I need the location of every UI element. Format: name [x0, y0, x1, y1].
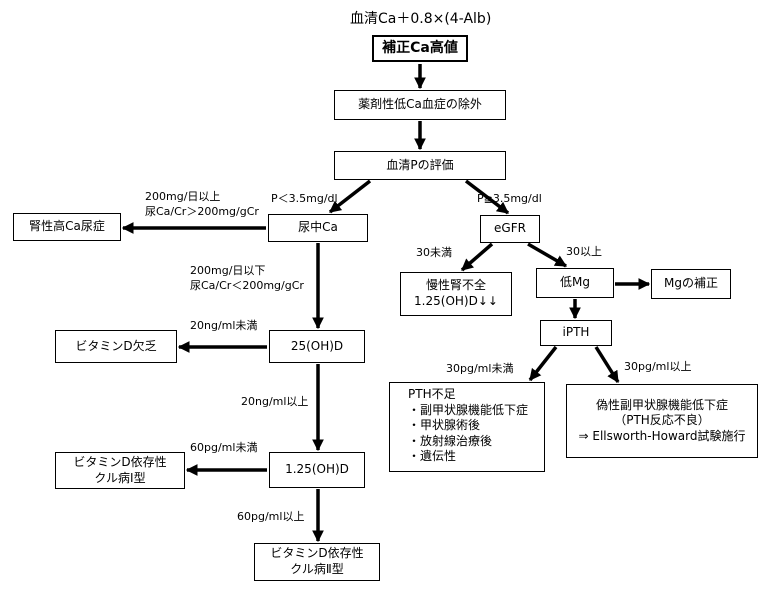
node-mg-correction: Mgの補正: [651, 269, 731, 299]
node-pth-deficiency: PTH不足・副甲状腺機能低下症・甲状腺術後・放射線治療後・遺伝性: [389, 382, 545, 472]
node-low-mg: 低Mg: [536, 268, 614, 298]
node-text: （PTH反応不良）: [614, 413, 710, 428]
node-text: 1.25(OH)D↓↓: [414, 294, 498, 308]
node-text: iPTH: [562, 325, 590, 340]
node-text: 慢性腎不全: [425, 278, 486, 293]
label-pth-high: 30pg/ml以上: [624, 360, 692, 373]
node-renal-hypercalciuria: 腎性高Ca尿症: [13, 213, 121, 241]
node-text: クル病Ⅱ型: [290, 562, 344, 576]
label-pth-low: 30pg/ml未満: [446, 362, 514, 375]
node-pseudohypopara: 偽性副甲状腺機能低下症（PTH反応不良）⇒ Ellsworth-Howard試験…: [566, 384, 758, 458]
node-text: クル病Ⅰ型: [94, 470, 146, 485]
node-text: 尿中Ca: [298, 220, 338, 235]
node-rickets-type2: ビタミンD依存性クル病Ⅱ型: [254, 543, 380, 581]
node-urine-ca: 尿中Ca: [268, 214, 368, 242]
node-text: ・遺伝性: [408, 449, 457, 464]
node-text: ・甲状腺術後: [408, 418, 481, 433]
label-d125-low: 60pg/ml未満: [190, 441, 258, 454]
node-serum-p: 血清Pの評価: [334, 151, 506, 180]
node-text: ・放射線治療後: [408, 433, 493, 448]
node-text: 補正Ca高値: [382, 40, 458, 57]
node-text: PTH不足: [408, 387, 456, 401]
node-text: 偽性副甲状腺機能低下症: [595, 397, 728, 412]
formula-title: 血清Ca＋0.8×(4-Alb): [350, 11, 492, 27]
label-p-high: P≧3.5mg/dl: [477, 192, 542, 205]
node-ipth: iPTH: [540, 320, 612, 346]
node-corrected-ca: 補正Ca高値: [372, 35, 468, 62]
arrow-p-to-urine: [328, 179, 372, 214]
label-uca-low-2: 尿Ca/Cr＜200mg/gCr: [190, 279, 304, 292]
node-text: eGFR: [494, 221, 526, 236]
node-text: 薬剤性低Ca血症の除外: [358, 97, 482, 112]
label-uca-high-1: 200mg/日以上: [145, 190, 221, 203]
arrow-ipth-to-deficiency: [528, 345, 558, 382]
label-p-low: P＜3.5mg/dl: [271, 192, 338, 205]
node-text: ビタミンD依存性: [73, 454, 167, 469]
arrow-p-to-egfr: [464, 179, 510, 215]
label-uca-high-2: 尿Ca/Cr＞200mg/gCr: [145, 205, 259, 218]
node-text: Mgの補正: [664, 276, 718, 291]
node-text: ⇒ Ellsworth-Howard試験施行: [578, 428, 746, 443]
arrow-egfr-to-ckd: [460, 242, 494, 272]
node-text: 低Mg: [560, 275, 590, 290]
node-text: ビタミンD依存性: [270, 546, 364, 561]
arrow-ipth-to-pseudo: [594, 346, 620, 384]
node-text: 1.25(OH)D: [285, 462, 349, 477]
label-d25-high: 20ng/ml以上: [241, 395, 309, 408]
node-vitd-125: 1.25(OH)D: [269, 452, 365, 488]
node-text: ビタミンD欠乏: [75, 338, 157, 353]
arrow-egfr-to-lowmg: [527, 242, 568, 268]
node-egfr: eGFR: [480, 215, 540, 243]
node-text: ・副甲状腺機能低下症: [408, 402, 529, 417]
node-text: 25(OH)D: [290, 338, 344, 353]
label-uca-low-1: 200mg/日以下: [190, 264, 266, 277]
label-egfr-high: 30以上: [566, 245, 602, 258]
label-egfr-low: 30未満: [416, 246, 452, 259]
label-d125-high: 60pg/ml以上: [237, 510, 305, 523]
label-d25-low: 20ng/ml未満: [190, 319, 258, 332]
node-text: 腎性高Ca尿症: [29, 219, 105, 234]
node-exclude-drug: 薬剤性低Ca血症の除外: [334, 90, 506, 120]
node-rickets-type1: ビタミンD依存性クル病Ⅰ型: [55, 452, 185, 489]
node-vitd-25: 25(OH)D: [269, 330, 365, 363]
node-vitd-deficiency: ビタミンD欠乏: [55, 330, 177, 363]
node-text: 血清Pの評価: [386, 157, 454, 172]
